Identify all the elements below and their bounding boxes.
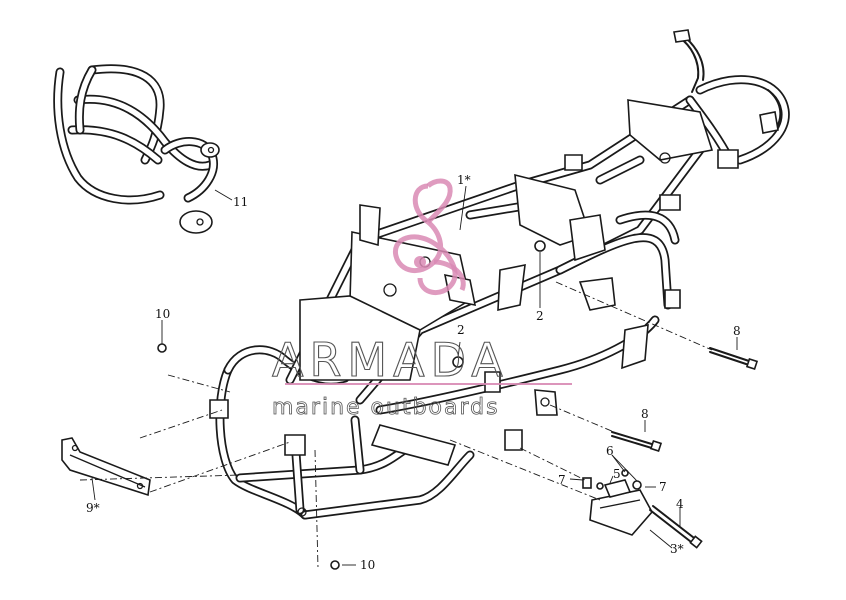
callout-2-center: 2 [457, 323, 465, 337]
callout-8-lower: 8 [641, 407, 649, 421]
fasteners [157, 240, 642, 570]
callout-7-left: 7 [558, 473, 566, 487]
bumper-guard-part-11 [53, 64, 220, 234]
leader-lines [79, 185, 738, 569]
callout-6: 6 [606, 444, 614, 458]
armada-logo-watermark: ARMADA marine outboards [271, 178, 572, 420]
callout-3: 3* [670, 542, 684, 556]
callout-2-right: 2 [536, 309, 544, 323]
wiring-harness [673, 29, 782, 134]
callout-11: 11 [233, 195, 248, 209]
callout-10-lower: 10 [360, 558, 375, 572]
watermark-brand: ARMADA [272, 333, 509, 387]
callout-5: 5 [613, 467, 621, 481]
watermark-tagline: marine outboards [272, 395, 500, 420]
lower-bracket-part-9 [61, 437, 151, 497]
bolt-part-4 [649, 505, 703, 549]
engine-mount-part-3 [589, 479, 653, 536]
bolt-part-8-lower [611, 431, 663, 453]
callout-labels: 1* 2 2 3* 4 5 6 7 7 8 8 9* 10 10 11 [86, 173, 741, 572]
callout-1: 1* [457, 173, 471, 187]
callout-7-right: 7 [659, 480, 667, 494]
callout-8-upper: 8 [733, 324, 741, 338]
bolt-part-8-upper [709, 347, 759, 371]
callout-10-upper: 10 [155, 307, 170, 321]
callout-4: 4 [676, 497, 684, 511]
callout-9: 9* [86, 501, 100, 515]
